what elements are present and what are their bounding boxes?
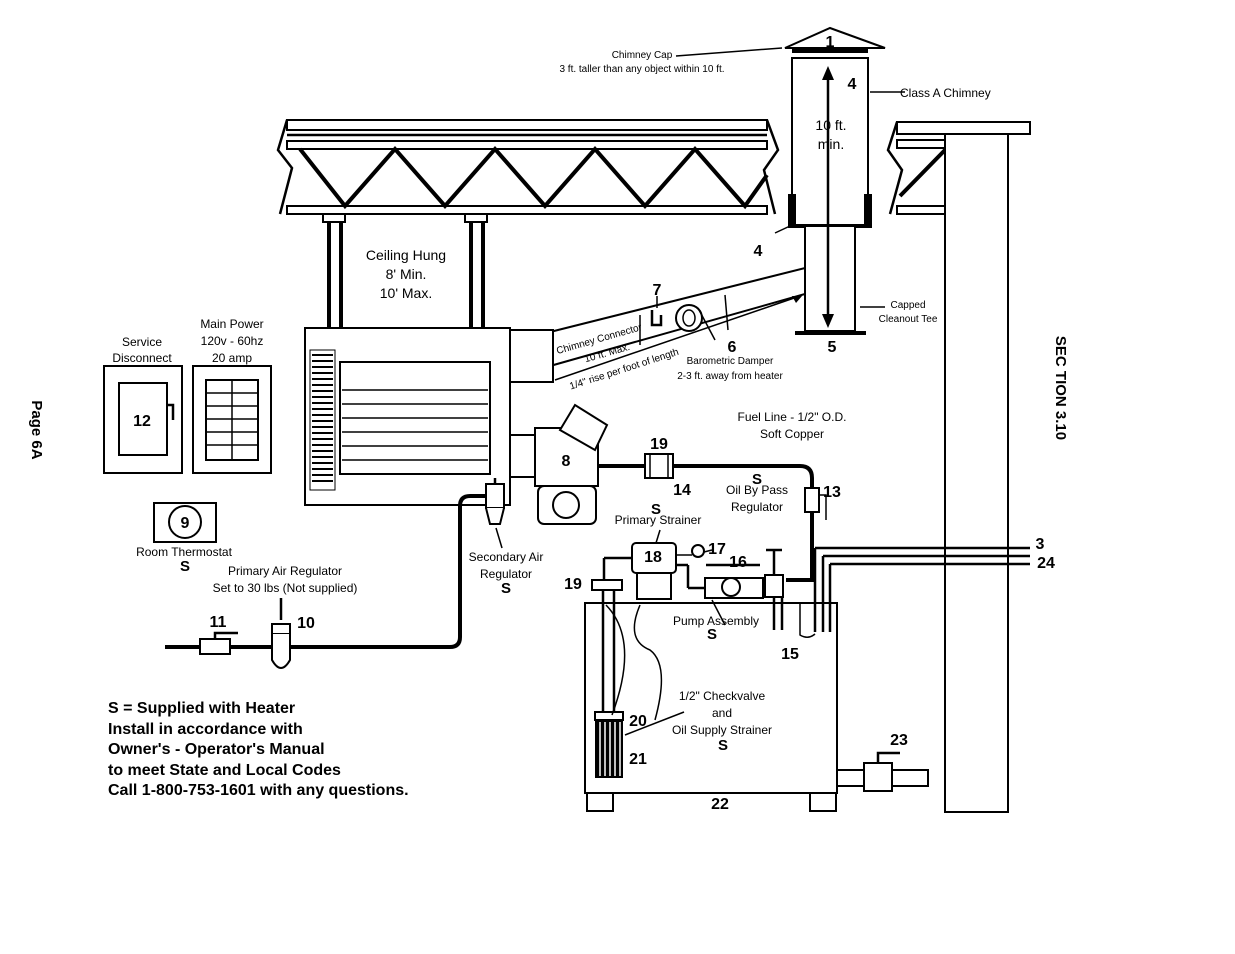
fuel-line-line2: Soft Copper [760, 427, 824, 441]
building-wall [944, 133, 1009, 813]
callout-1: 1 [826, 34, 835, 51]
power-line3: 20 amp [212, 351, 252, 365]
air-line [165, 494, 486, 669]
class-a-chimney-label: Class A Chimney [900, 86, 991, 100]
callout-5: 5 [828, 339, 837, 356]
bypass-line1: Oil By Pass [726, 483, 788, 497]
chimney [675, 26, 905, 335]
callout-15: 15 [781, 646, 799, 663]
callout-4-top: 4 [848, 76, 857, 93]
heater-unit [304, 222, 554, 506]
service-line2: Disconnect [112, 351, 172, 365]
section-label: SEC TION 3.10 [1052, 336, 1069, 440]
fuel-line-line1: Fuel Line - 1/2" O.D. [738, 410, 847, 424]
secondary-air-line2: Regulator [480, 567, 532, 581]
note-line-2: Install in accordance with [108, 721, 303, 738]
note-line-4: to meet State and Local Codes [108, 762, 341, 779]
service-line1: Service [122, 335, 162, 349]
callout-24: 24 [1037, 555, 1055, 572]
installation-notes: S = Supplied with Heater Install in acco… [108, 700, 409, 799]
pump-assembly [591, 529, 784, 736]
callout-17: 17 [708, 541, 726, 558]
callout-22: 22 [711, 796, 729, 813]
supplied-marker-checkvalve: S [718, 737, 728, 754]
note-line-5: Call 1-800-753-1601 with any questions. [108, 782, 409, 799]
primary-strainer-label: Primary Strainer [615, 513, 702, 527]
cleanout-line2: Cleanout Tee [879, 314, 938, 325]
thermostat-label: Room Thermostat [136, 545, 232, 559]
secondary-air-line1: Secondary Air [469, 550, 544, 564]
callout-19-fuel: 19 [650, 436, 668, 453]
pump-assembly-label: Pump Assembly [673, 614, 759, 628]
callout-12: 12 [133, 413, 151, 430]
room-thermostat [153, 502, 217, 543]
chimney-height-line1: 10 ft. [815, 117, 846, 133]
callout-9: 9 [181, 515, 190, 532]
checkvalve-line1: 1/2" Checkvalve [679, 689, 766, 703]
callouts: 1 4 4 5 6 7 8 9 10 11 12 13 14 15 16 17 … [133, 34, 1055, 813]
callout-20: 20 [629, 713, 647, 730]
damper-line2: 2-3 ft. away from heater [677, 371, 783, 382]
note-line-1: S = Supplied with Heater [108, 700, 295, 717]
callout-18: 18 [644, 549, 662, 566]
chimney-cap-note: 3 ft. taller than any object within 10 f… [559, 64, 724, 75]
checkvalve-line2: and [712, 706, 732, 720]
power-line1: Main Power [200, 317, 263, 331]
supplied-marker-fuel-line: S [752, 471, 762, 488]
callout-10: 10 [297, 615, 315, 632]
callout-7: 7 [653, 282, 662, 299]
supplied-marker-primary-strainer: S [651, 501, 661, 518]
secondary-air-regulator [485, 478, 505, 549]
callout-4-bottom: 4 [754, 243, 763, 260]
primary-air-line1: Primary Air Regulator [228, 564, 342, 578]
checkvalve-line3: Oil Supply Strainer [672, 723, 772, 737]
note-line-3: Owner's - Operator's Manual [108, 741, 325, 758]
cleanout-line1: Capped [890, 300, 925, 311]
callout-14: 14 [673, 482, 691, 499]
page-label: Page 6A [28, 400, 45, 459]
roof-truss-left [276, 119, 780, 223]
ceiling-line1: Ceiling Hung [366, 247, 446, 263]
callout-16: 16 [729, 554, 747, 571]
callout-3: 3 [1036, 536, 1045, 553]
callout-19-tank: 19 [564, 576, 582, 593]
supplied-marker-thermostat: S [180, 558, 190, 575]
supplied-marker-secondary-air: S [501, 580, 511, 597]
damper-line1: Barometric Damper [687, 356, 774, 367]
ceiling-line2: 8' Min. [386, 266, 427, 282]
callout-13: 13 [823, 484, 841, 501]
callout-21: 21 [629, 751, 647, 768]
bypass-line2: Regulator [731, 500, 783, 514]
callout-8: 8 [562, 453, 571, 470]
ceiling-line3: 10' Max. [380, 285, 432, 301]
oil-burner [534, 403, 609, 525]
chimney-height-line2: min. [818, 136, 844, 152]
supplied-marker-pump: S [707, 626, 717, 643]
callout-11: 11 [210, 614, 227, 631]
callout-23: 23 [890, 732, 908, 749]
fuel-line [598, 453, 827, 582]
main-power-panel [192, 365, 272, 474]
primary-air-line2: Set to 30 lbs (Not supplied) [213, 581, 358, 595]
oil-tank [584, 546, 1030, 812]
power-line2: 120v - 60hz [201, 334, 264, 348]
chimney-cap-label: Chimney Cap [612, 50, 673, 61]
callout-6: 6 [728, 339, 737, 356]
service-disconnect [103, 365, 183, 474]
